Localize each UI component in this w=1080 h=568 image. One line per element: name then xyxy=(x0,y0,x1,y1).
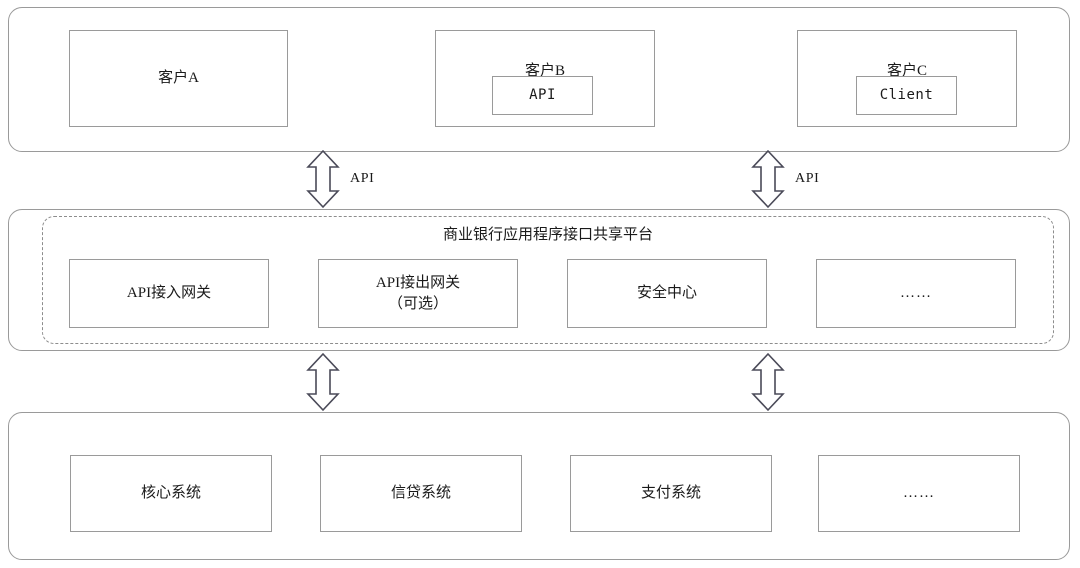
system-node-more[interactable]: …… xyxy=(818,455,1020,532)
platform-node-more[interactable]: …… xyxy=(816,259,1016,328)
client-node-a-label: 客户A xyxy=(158,70,199,87)
double-arrow-icon xyxy=(751,352,785,412)
platform-dashed-frame xyxy=(42,216,1054,344)
client-node-c-label: 客户C xyxy=(886,63,927,80)
client-node-b-inner-label: API xyxy=(529,87,556,104)
connector-platform-systems-right xyxy=(751,352,785,412)
client-node-b-inner-api[interactable]: API xyxy=(492,76,593,115)
client-node-a[interactable]: 客户A xyxy=(69,30,288,127)
connector-left-label: API xyxy=(350,171,375,186)
system-node-credit[interactable]: 信贷系统 xyxy=(320,455,522,532)
client-node-c-inner-label: Client xyxy=(879,87,934,104)
platform-node-api-outbound-gateway-label: API接出网关 （可选） xyxy=(375,275,461,312)
system-node-credit-label: 信贷系统 xyxy=(390,485,451,502)
system-node-payment-label: 支付系统 xyxy=(640,485,701,502)
platform-node-security-center-label: 安全中心 xyxy=(636,285,697,302)
client-node-b-label: 客户B xyxy=(524,63,565,80)
connector-right-label: API xyxy=(795,171,820,186)
client-node-c-inner-client[interactable]: Client xyxy=(856,76,957,115)
platform-node-api-outbound-gateway[interactable]: API接出网关 （可选） xyxy=(318,259,518,328)
platform-node-more-label: …… xyxy=(900,285,932,302)
platform-caption: 商业银行应用程序接口共享平台 xyxy=(442,227,653,243)
platform-node-security-center[interactable]: 安全中心 xyxy=(567,259,767,328)
platform-node-api-inbound-gateway[interactable]: API接入网关 xyxy=(69,259,269,328)
connector-platform-systems-left xyxy=(306,352,340,412)
connector-clients-platform-left xyxy=(306,149,340,209)
connector-clients-platform-right xyxy=(751,149,785,209)
system-node-core[interactable]: 核心系统 xyxy=(70,455,272,532)
platform-node-api-inbound-gateway-label: API接入网关 xyxy=(126,285,212,302)
double-arrow-icon xyxy=(306,149,340,209)
system-node-more-label: …… xyxy=(903,485,935,502)
system-node-payment[interactable]: 支付系统 xyxy=(570,455,772,532)
double-arrow-icon xyxy=(751,149,785,209)
double-arrow-icon xyxy=(306,352,340,412)
system-node-core-label: 核心系统 xyxy=(140,485,201,502)
